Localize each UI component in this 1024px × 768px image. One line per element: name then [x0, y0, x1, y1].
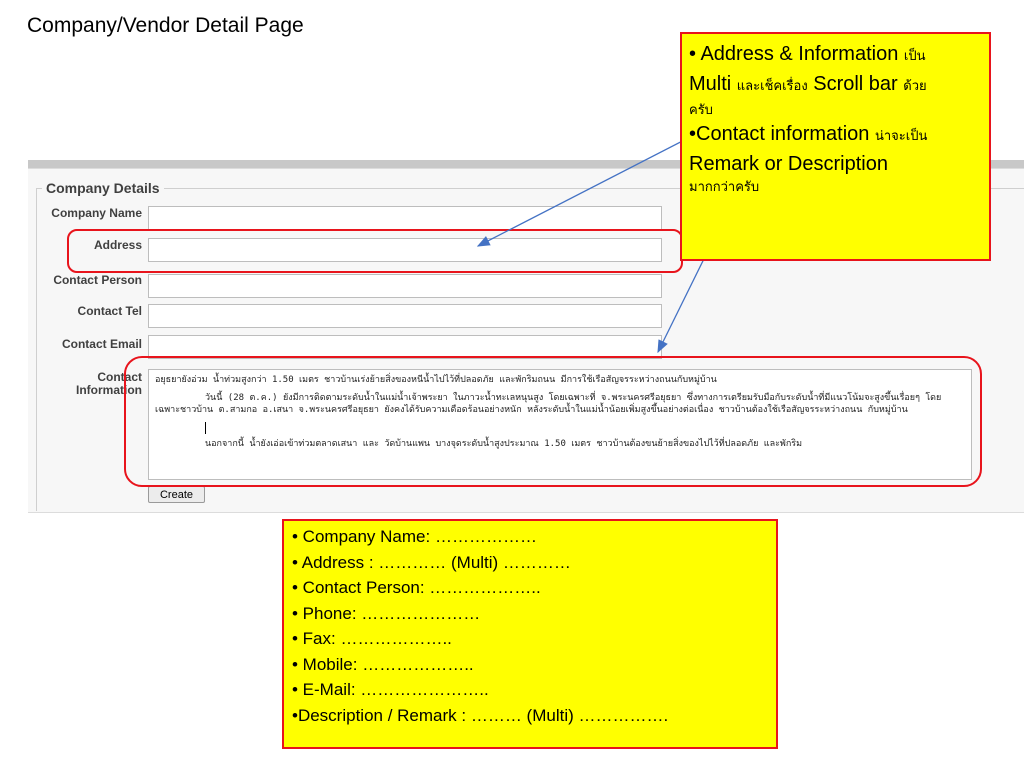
- note-thai-should: น่าจะเป็น: [874, 128, 928, 143]
- note-thai-krab: ครับ: [689, 102, 713, 117]
- note-callout-top: • Address & Information เป็น Multi และเช…: [680, 32, 991, 261]
- note-remark-description: Remark or Description: [689, 153, 888, 175]
- company-name-input[interactable]: [148, 206, 662, 230]
- fieldset-border: [36, 188, 1024, 511]
- note-callout-bottom: • Company Name: ……………… • Address : ………… …: [282, 519, 778, 749]
- contact-tel-input[interactable]: [148, 304, 662, 328]
- note-thai-pen: เป็น: [903, 48, 926, 63]
- field-list-item: • E-Mail: …………………..: [292, 680, 489, 699]
- field-list-item: • Address : ………… (Multi) …………: [292, 552, 571, 572]
- slide-title: Company/Vendor Detail Page: [27, 14, 304, 37]
- label-address: Address: [93, 238, 142, 252]
- note-line-contact: •Contact information: [689, 123, 870, 145]
- contact-person-input[interactable]: [148, 274, 662, 298]
- info-paragraph-2: วันนี้ (28 ต.ค.) ยังมีการติดตามระดับน้ำใ…: [155, 393, 942, 415]
- note-multi: Multi: [689, 73, 732, 95]
- label-company-name: Company Name: [51, 206, 142, 220]
- label-contact-tel: Contact Tel: [77, 304, 142, 318]
- note-thai-more: มากกว่าครับ: [689, 179, 760, 194]
- note-line-address: • Address & Information: [689, 43, 899, 65]
- info-paragraph-3: นอกจากนี้ น้ำยังเอ่อเข้าท่วมตลาดเสนา และ…: [205, 439, 803, 449]
- info-paragraph-1: อยุธยายังอ่วม น้ำท่วมสูงกว่า 1.50 เมตร ช…: [155, 375, 717, 385]
- field-list-item: • Contact Person: ………………..: [292, 578, 541, 597]
- note-thai-duay: ด้วย: [903, 78, 927, 93]
- note-scrollbar: Scroll bar: [813, 73, 898, 95]
- field-list-item: •Description / Remark : ……… (Multi) ……………: [292, 705, 669, 725]
- fieldset-legend: Company Details: [42, 180, 164, 196]
- field-list-item: • Company Name: ………………: [292, 527, 537, 546]
- contact-information-textarea[interactable]: อยุธยายังอ่วม น้ำท่วมสูงกว่า 1.50 เมตร ช…: [148, 369, 972, 480]
- field-list-item: • Fax: ………………..: [292, 629, 452, 648]
- text-caret: [205, 422, 206, 434]
- label-contact-email: Contact Email: [61, 337, 142, 351]
- field-list-item: • Mobile: ………………..: [292, 654, 474, 674]
- label-contact-person: Contact Person: [53, 273, 142, 287]
- field-list-item: • Phone: …………………: [292, 603, 481, 623]
- toolbar-strip: [28, 160, 1024, 168]
- note-thai-check: และเช็คเรื่อง: [736, 78, 808, 93]
- create-button[interactable]: Create: [148, 486, 205, 503]
- address-input[interactable]: [148, 238, 662, 262]
- info-highlight-outline: [124, 356, 982, 487]
